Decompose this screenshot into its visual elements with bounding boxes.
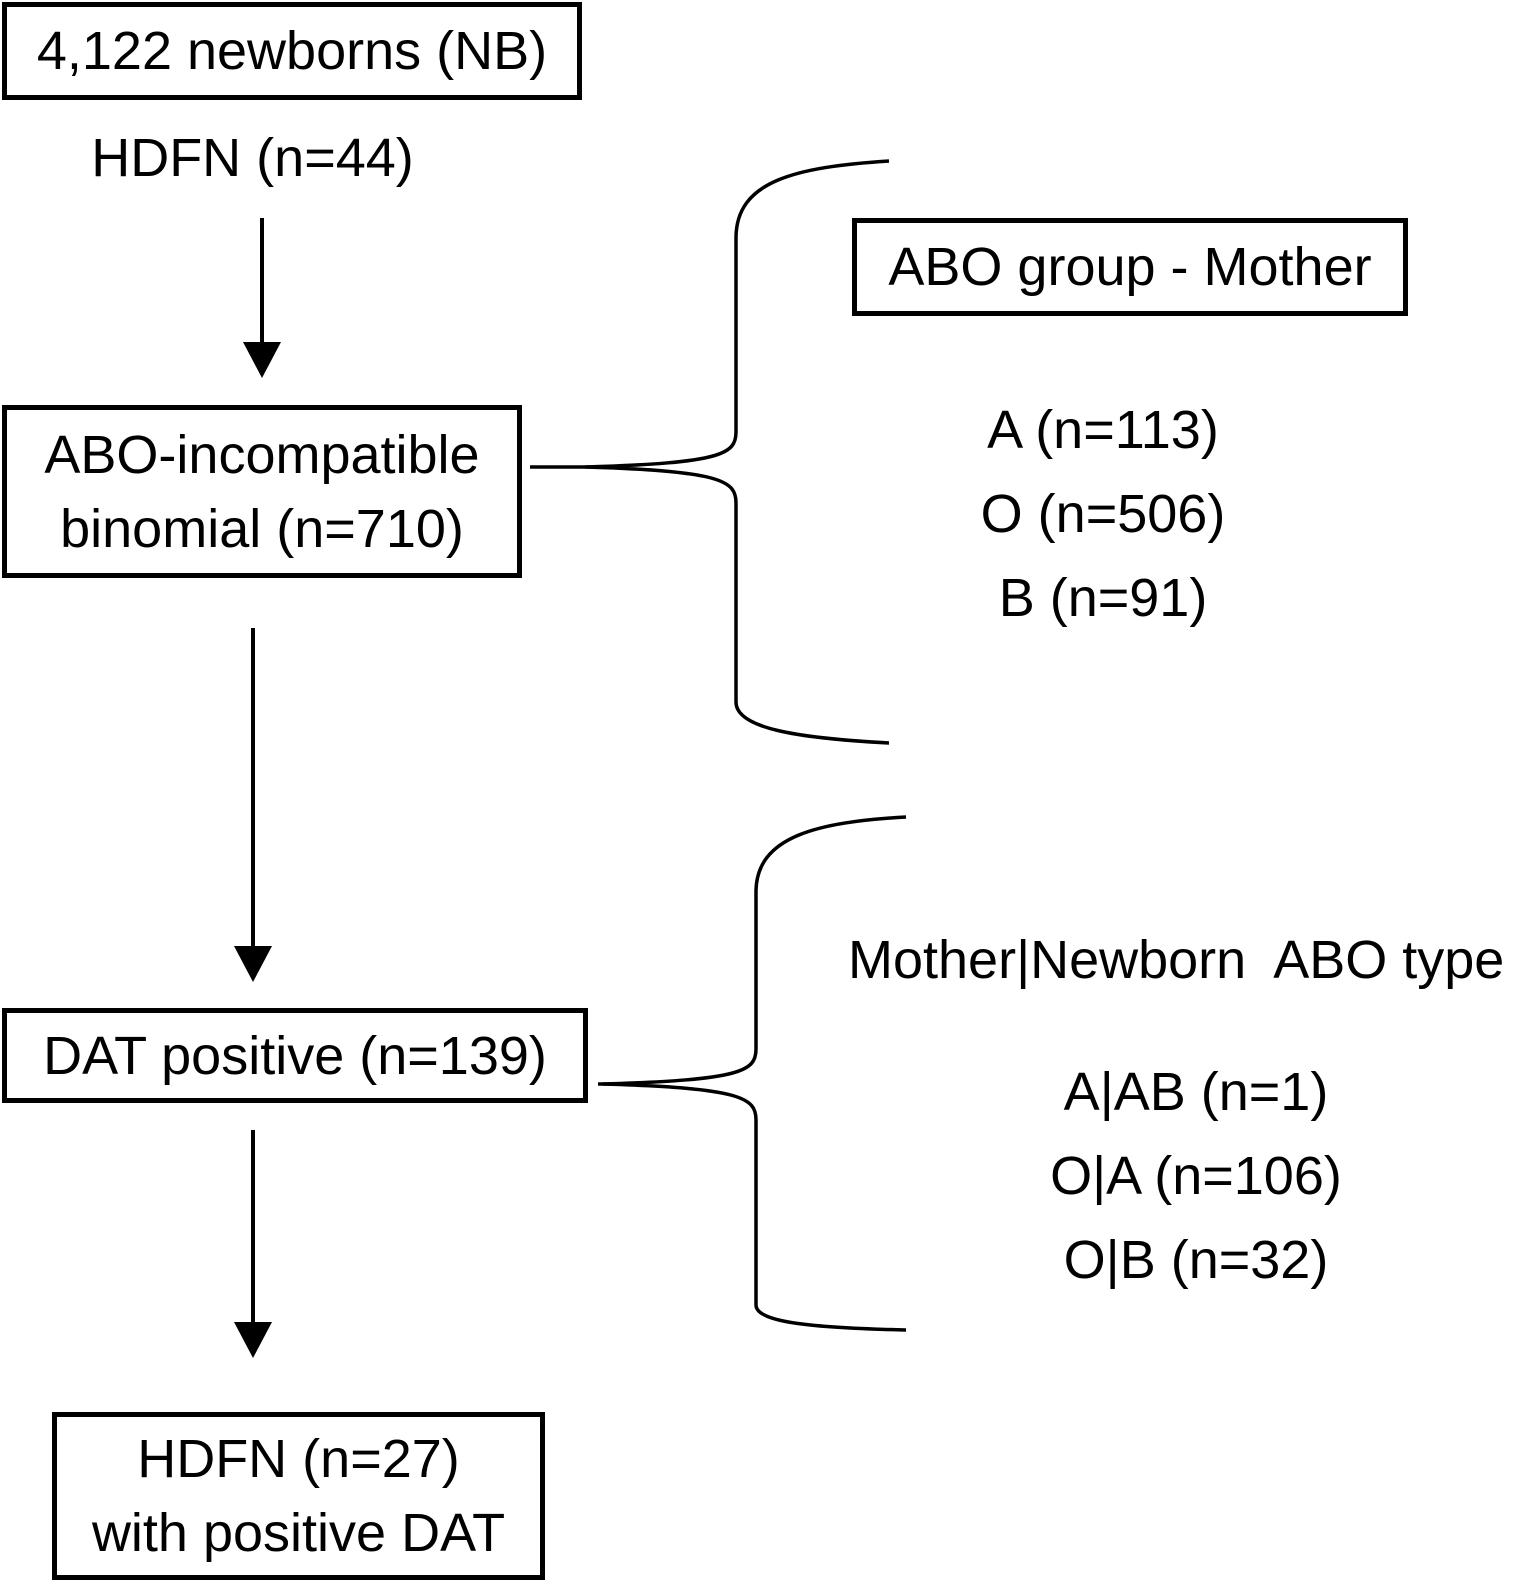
list-item: A|AB (n=1) bbox=[1063, 1062, 1329, 1122]
down-arrow-icon bbox=[234, 628, 272, 982]
list-item: B (n=91) bbox=[998, 568, 1208, 628]
list-item: O|A (n=106) bbox=[1050, 1146, 1342, 1206]
mother-newborn-abo-type-label: Mother|Newborn ABO type bbox=[848, 930, 1505, 990]
down-arrow-icon bbox=[234, 1130, 272, 1358]
abo-incompatible-line1: ABO-incompatible bbox=[44, 424, 480, 485]
newborns-box-label: 4,122 newborns (NB) bbox=[36, 21, 548, 81]
hdfn-final-box: HDFN (n=27) with positive DAT bbox=[52, 1412, 545, 1580]
abo-group-mother-label: ABO group - Mother bbox=[888, 237, 1372, 297]
left-curly-brace-icon bbox=[584, 159, 890, 745]
list-item: O|B (n=32) bbox=[1063, 1230, 1329, 1290]
abo-group-mother-box: ABO group - Mother bbox=[852, 218, 1408, 316]
abo-group-mother-list: A (n=113) O (n=506) B (n=91) bbox=[853, 388, 1353, 640]
newborns-box: 4,122 newborns (NB) bbox=[2, 2, 582, 100]
abo-incompatible-line2: binomial (n=710) bbox=[60, 498, 464, 559]
hdfn-initial-label: HDFN (n=44) bbox=[91, 128, 414, 188]
hdfn-final-line2: with positive DAT bbox=[91, 1503, 506, 1563]
list-item: O (n=506) bbox=[980, 484, 1226, 544]
left-curly-brace-icon bbox=[601, 815, 907, 1332]
down-arrow-icon bbox=[243, 218, 281, 378]
hdfn-final-line1: HDFN (n=27) bbox=[137, 1429, 460, 1489]
mother-newborn-list: A|AB (n=1) O|A (n=106) O|B (n=32) bbox=[946, 1050, 1446, 1302]
list-item: A (n=113) bbox=[987, 400, 1219, 460]
dat-positive-label: DAT positive (n=139) bbox=[43, 1025, 547, 1086]
abo-incompatible-box: ABO-incompatible binomial (n=710) bbox=[2, 405, 522, 578]
dat-positive-box: DAT positive (n=139) bbox=[2, 1008, 588, 1103]
